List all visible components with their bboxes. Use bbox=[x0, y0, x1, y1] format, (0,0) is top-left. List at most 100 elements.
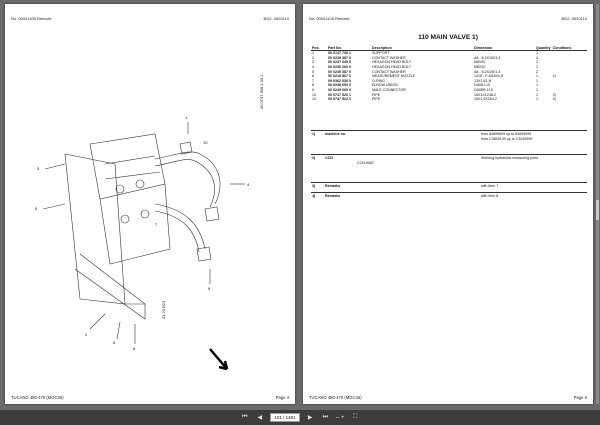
cell-pos: 7 bbox=[312, 78, 314, 83]
svg-text:10: 10 bbox=[203, 140, 208, 145]
note-number: 4) bbox=[312, 194, 316, 198]
svg-text:1: 1 bbox=[185, 115, 188, 120]
cell-part: 00 0249 669 0 bbox=[328, 88, 351, 93]
first-page-icon[interactable]: ⏮ bbox=[242, 414, 248, 420]
exploded-drawing: 1 4 9 2 3 5 8 6 7 10 00 0747 906 1 00 2 … bbox=[35, 74, 264, 371]
cell-pos: 6 bbox=[312, 74, 314, 79]
cell-qty: 1 bbox=[536, 74, 538, 79]
svg-text:4: 4 bbox=[247, 182, 250, 187]
scrollbar-thumb[interactable] bbox=[596, 200, 599, 220]
svg-text:8: 8 bbox=[133, 346, 136, 351]
col-pos: Pos. bbox=[311, 45, 327, 51]
cell-part: 00 0239 387 0 bbox=[328, 69, 351, 74]
svg-text:7: 7 bbox=[155, 222, 158, 227]
cell-desc: PIPE bbox=[372, 97, 381, 102]
table-row: 2 00 0239 387 0 CONTACT WASHER A8 - 8,2X15X… bbox=[311, 56, 587, 61]
cell-pos: 5 bbox=[312, 69, 314, 74]
note-item: 3) Remarks with item 7 bbox=[311, 182, 587, 189]
cell-dim: 18X1,5X264-2 bbox=[474, 97, 497, 102]
cell-cond: 3) bbox=[552, 92, 556, 97]
cell-part: 00 0747 730 1 bbox=[328, 51, 351, 56]
cell-qty: 1 bbox=[536, 78, 538, 83]
note-text: Working hydraulics measuring point bbox=[481, 156, 538, 160]
right-header-left: No. 00001108 Remark: bbox=[309, 16, 351, 21]
col-description: Description bbox=[371, 45, 473, 51]
cell-dim: A8 - 8,2X15X1,4 bbox=[474, 55, 501, 60]
cell-part: 00 0238 693 0 bbox=[328, 83, 351, 88]
cell-part: 00 0218 867 0 bbox=[328, 74, 351, 79]
svg-text:00 0747 906 1 00 2: 00 0747 906 1 00 2 bbox=[259, 74, 264, 109]
cell-dim: 1215 - F-M16X1,5 bbox=[474, 74, 503, 79]
note-item: 4) Remarks with item 8 bbox=[311, 192, 587, 199]
svg-text:9: 9 bbox=[208, 286, 211, 291]
cell-dim: M8X40 bbox=[474, 60, 486, 65]
cell-part: 00 0747 522 1 bbox=[328, 97, 351, 102]
col-part-no: Part No. bbox=[327, 45, 371, 51]
next-page-icon[interactable]: ▶ bbox=[307, 415, 313, 421]
last-page-icon[interactable]: ⏭ bbox=[322, 414, 328, 420]
note-label: Remarks bbox=[325, 194, 341, 198]
cell-qty: 1 bbox=[536, 51, 538, 56]
page-number-input[interactable]: 101 / 1481 bbox=[270, 413, 300, 422]
note-label: machine no. bbox=[325, 132, 346, 136]
svg-text:2: 2 bbox=[85, 332, 88, 337]
cell-dim: DA08R-L15 bbox=[474, 88, 493, 93]
note-item: 1)machine no.from 84899609 up to 8489999… bbox=[311, 130, 587, 145]
note-number: 1) bbox=[312, 132, 316, 136]
cell-part: 00 0236 260 0 bbox=[328, 65, 351, 70]
cell-desc: CONTACT WASHER bbox=[372, 69, 406, 74]
table-row: 6 00 0218 867 0 MEASUREMENT NOZZLE 1215 - F… bbox=[311, 74, 587, 79]
note-text: with item 7 bbox=[481, 184, 499, 188]
cell-desc: ELBOW UNION bbox=[372, 83, 398, 88]
cell-pos: 10 bbox=[312, 92, 316, 97]
cell-part: 00 0362 030 0 bbox=[328, 78, 351, 83]
table-row: 5 00 0239 387 0 CONTACT WASHER A8 - 8,2X15X… bbox=[311, 69, 587, 74]
cell-part: 00 0747 520 1 bbox=[328, 92, 351, 97]
cell-qty: 2 bbox=[536, 65, 538, 70]
note-number: 3) bbox=[312, 184, 316, 188]
left-footer-left: TUCANO 480-470 (MGC36) bbox=[11, 395, 64, 400]
cell-desc: MEASUREMENT NOZZLE bbox=[372, 74, 416, 79]
cell-pos: 9 bbox=[312, 88, 314, 93]
cell-qty: 1 bbox=[536, 97, 538, 102]
parts-table: Pos. Part No. Description Dimension Quan… bbox=[311, 45, 587, 102]
right-footer-right: Page 5 bbox=[573, 395, 587, 400]
cell-desc: CONTACT WASHER bbox=[372, 55, 406, 60]
cell-part: 00 0239 387 0 bbox=[328, 55, 351, 60]
left-footer-right: Page 4 bbox=[275, 395, 289, 400]
cell-dim: M8X20 bbox=[474, 65, 486, 70]
zoom-controls[interactable]: – + bbox=[335, 414, 345, 421]
cell-dim: 18X1X1248-2 bbox=[474, 92, 496, 97]
col-dimension: Dimension bbox=[473, 45, 535, 51]
note-text: with item 8 bbox=[481, 194, 499, 198]
parts-table-header: Pos. Part No. Description Dimension Quan… bbox=[311, 45, 587, 51]
prev-page-icon[interactable]: ◀ bbox=[257, 415, 263, 421]
left-header-left: No. 00001108 Remark: bbox=[11, 16, 53, 21]
svg-text:3: 3 bbox=[37, 166, 40, 171]
left-header-right: BG2: 0520110 bbox=[263, 16, 289, 21]
cell-pos: 3 bbox=[312, 60, 314, 65]
cell-cond: 2) bbox=[552, 74, 556, 79]
cell-part: 00 0237 340 0 bbox=[328, 60, 351, 65]
col-quantity: Quantity bbox=[535, 45, 552, 51]
cell-pos: 10 bbox=[312, 97, 316, 102]
viewer-toolbar: ⏮ ◀ 101 / 1481 ▶ ⏭ – + ⛶ bbox=[0, 410, 600, 425]
fit-page-icon[interactable]: ⛶ bbox=[353, 414, 358, 420]
cell-dim: A8 - 8,2X15X1,4 bbox=[474, 69, 501, 74]
svg-text:01 20 B21: 01 20 B21 bbox=[161, 300, 166, 319]
cell-qty: 1 bbox=[536, 92, 538, 97]
cell-desc: HEXAGON HEAD BOLT bbox=[372, 65, 412, 70]
svg-text:5: 5 bbox=[35, 206, 38, 211]
page-title: 110 MAIN VALVE 1) bbox=[418, 34, 478, 41]
note-label: Remarks bbox=[325, 184, 341, 188]
cell-desc: O-RING bbox=[372, 78, 385, 83]
cell-pos: 2 bbox=[312, 55, 314, 60]
page-right: No. 00001108 Remark: BG2: 0520110 110 MA… bbox=[303, 4, 593, 404]
